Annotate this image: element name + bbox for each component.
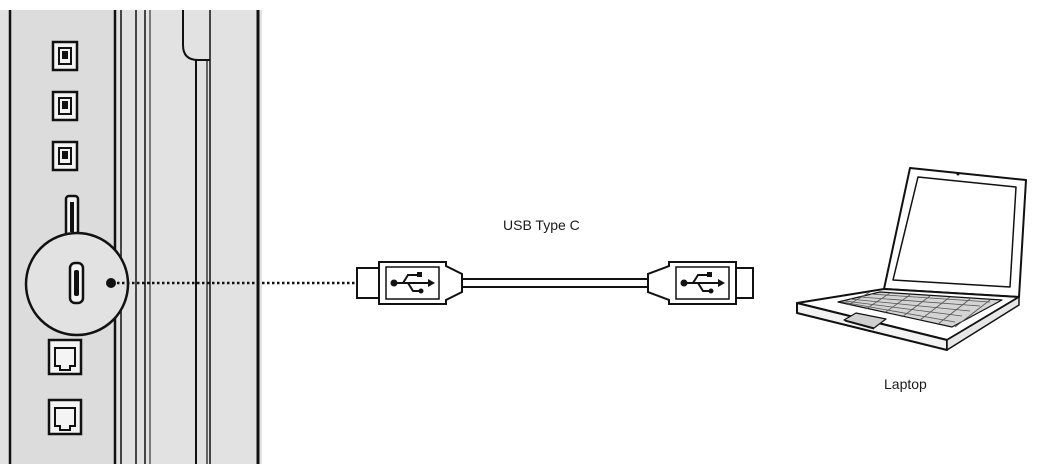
laptop-label: Laptop <box>884 376 927 392</box>
connection-point <box>106 278 116 288</box>
usb-b-port-icon <box>51 140 79 172</box>
usb-connector-icon <box>385 266 440 300</box>
usb-b-port-icon <box>51 40 79 72</box>
laptop-icon <box>796 167 1027 351</box>
display-side-panel <box>0 10 262 464</box>
cable-label: USB Type C <box>503 217 580 233</box>
usb-c-port-icon <box>68 261 85 305</box>
usb-connector-icon <box>675 266 730 300</box>
usb-b-port-icon <box>51 90 79 122</box>
rj45-port-icon <box>47 398 83 436</box>
rj45-port-icon <box>47 338 83 376</box>
